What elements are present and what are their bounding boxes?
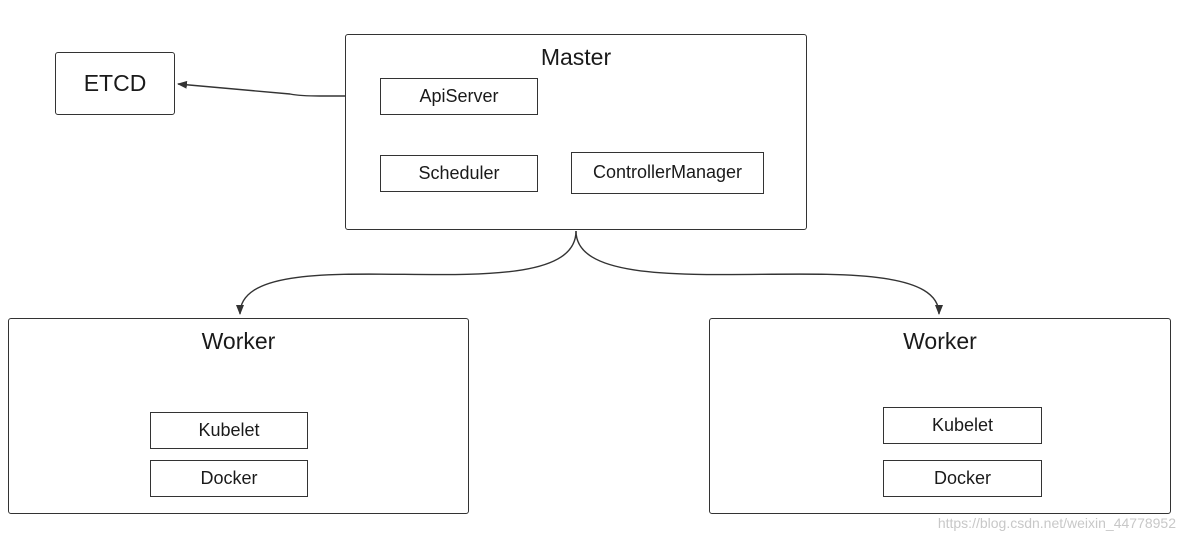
worker-title-right: Worker [903,328,977,354]
watermark: https://blog.csdn.net/weixin_44778952 [937,515,1176,531]
apiserver-label: ApiServer [419,86,499,106]
master-box: Master [345,34,807,230]
arrow-master-to-worker-right [575,230,943,315]
docker-label-right: Docker [933,468,991,488]
controller-manager-box: ControllerManager [571,152,764,194]
kubelet-label-right: Kubelet [931,415,994,435]
etcd-box: ETCD [55,52,175,115]
scheduler-box: Scheduler [380,155,538,192]
master-title: Master [540,44,612,70]
scheduler-label: Scheduler [418,163,500,183]
kubelet-box-right: Kubelet [883,407,1042,444]
docker-label-left: Docker [200,468,258,488]
apiserver-box: ApiServer [380,78,538,115]
docker-box-right: Docker [883,460,1042,497]
kubelet-label-left: Kubelet [198,420,260,440]
arrow-apiserver-to-etcd [177,80,380,97]
kubelet-box-left: Kubelet [150,412,308,449]
worker-title-left: Worker [201,328,276,354]
docker-box-left: Docker [150,460,308,497]
arrow-master-to-worker-left [236,230,577,315]
controller-manager-label: ControllerManager [592,162,743,182]
etcd-label: ETCD [83,70,147,96]
